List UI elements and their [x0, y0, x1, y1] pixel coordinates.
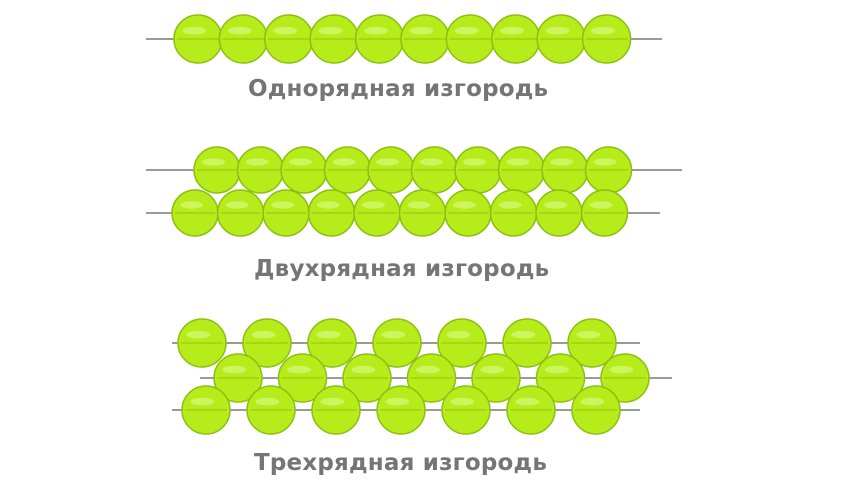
single-row-bead [491, 14, 541, 64]
single-row-bead [218, 14, 269, 64]
double-lower-row-bead [171, 189, 219, 237]
single-row-bead [264, 14, 314, 64]
caption-triple-row-fence: Трехрядная изгородь [254, 450, 548, 476]
double-lower-row-bead [489, 189, 538, 237]
triple-bottom-row-bead [441, 385, 491, 435]
beads [171, 14, 650, 435]
triple-top-row-bead [242, 318, 292, 368]
triple-top-row-bead [372, 318, 422, 368]
double-upper-row-bead [454, 146, 502, 194]
single-row-bead [445, 14, 496, 64]
triple-bottom-row-bead [506, 385, 556, 435]
double-lower-row-bead [398, 189, 447, 237]
double-upper-row-bead [323, 146, 372, 194]
double-lower-row-bead [535, 189, 583, 237]
triple-top-row-bead [437, 318, 487, 368]
double-upper-row-bead [367, 146, 415, 194]
double-upper-row-bead [193, 146, 241, 194]
single-row-bead [400, 14, 450, 64]
double-upper-row-bead [410, 146, 459, 194]
double-upper-row-bead [497, 146, 546, 194]
triple-bottom-row-bead [246, 385, 296, 435]
triple-middle-row-bead [406, 353, 457, 403]
single-row-bead [309, 14, 359, 64]
triple-bottom-row-bead [181, 385, 231, 435]
caption-single-row-fence: Однорядная изгородь [248, 76, 549, 102]
single-row-bead [354, 14, 405, 64]
triple-bottom-row-bead [311, 385, 361, 435]
double-lower-row-bead [307, 189, 356, 237]
double-upper-row-bead [584, 146, 633, 194]
double-upper-row-bead [236, 146, 285, 194]
double-upper-row-bead [280, 146, 328, 194]
double-upper-row-bead [541, 146, 589, 194]
triple-middle-row-bead [471, 353, 521, 403]
single-row-bead [581, 14, 632, 64]
triple-middle-row-bead [213, 353, 263, 403]
triple-top-row-bead [307, 318, 357, 368]
triple-middle-row-bead [600, 353, 650, 403]
triple-middle-row-bead [535, 353, 586, 403]
single-row-bead [173, 14, 223, 64]
triple-middle-row-bead [277, 353, 328, 403]
double-lower-row-bead [353, 189, 401, 237]
triple-top-row-bead [177, 318, 227, 368]
triple-bottom-row-bead [571, 385, 621, 435]
double-lower-row-bead [216, 189, 265, 237]
triple-top-row-bead [567, 318, 617, 368]
single-row-bead [536, 14, 586, 64]
double-lower-row-bead [444, 189, 492, 237]
triple-top-row-bead [502, 318, 552, 368]
caption-double-row-fence: Двухрядная изгородь [254, 256, 550, 282]
double-lower-row-bead [262, 189, 310, 237]
triple-bottom-row-bead [376, 385, 426, 435]
triple-middle-row-bead [342, 353, 392, 403]
double-lower-row-bead [580, 189, 629, 237]
